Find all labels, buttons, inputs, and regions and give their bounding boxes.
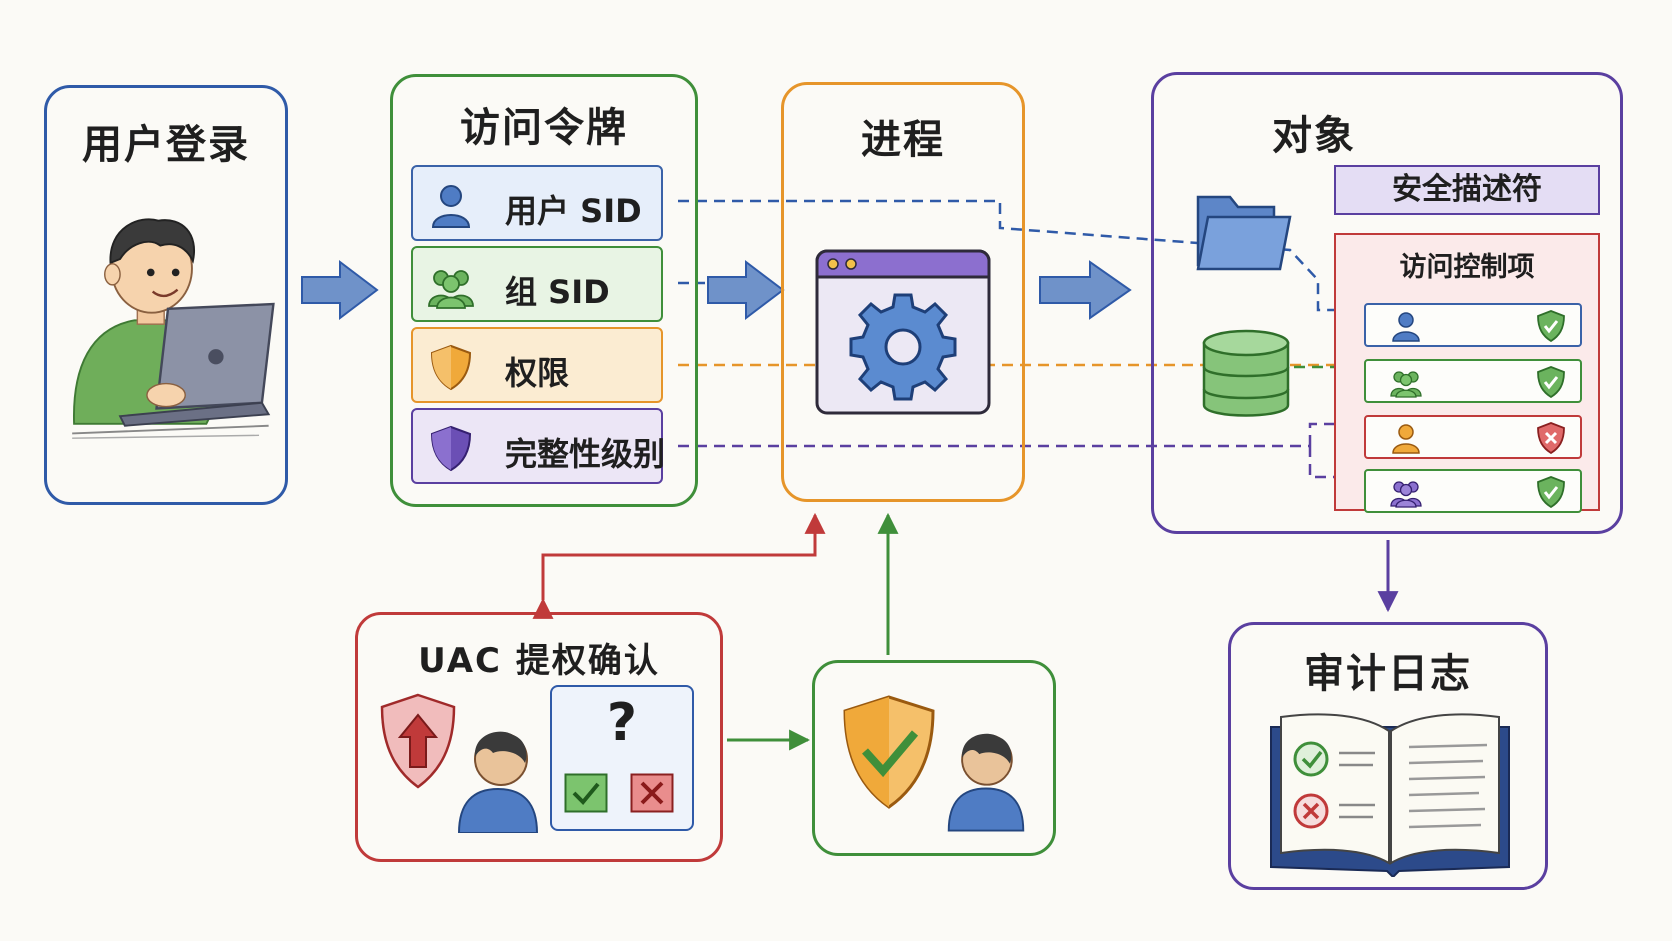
database-icon	[1202, 329, 1290, 417]
security-descriptor-label: 安全描述符	[1334, 165, 1600, 215]
token-row-label: 组 SID	[505, 273, 610, 311]
uac-prompt-dialog: ?	[550, 685, 694, 831]
gear-window-icon	[815, 249, 991, 415]
check-icon[interactable]	[564, 773, 608, 813]
ace-entry-group-allow	[1364, 359, 1582, 403]
group-icon	[1390, 371, 1422, 398]
person-icon	[457, 731, 539, 833]
acl-panel: 访问控制项	[1334, 233, 1600, 513]
user-icon	[431, 185, 471, 228]
shield-icon	[430, 425, 472, 472]
user-login-panel: 用户登录	[44, 85, 288, 505]
shield-check-icon	[1537, 366, 1565, 399]
group-icon	[1390, 481, 1422, 508]
object-panel: 对象 安全描述符 访问控制项	[1151, 72, 1623, 534]
access-token-title: 访问令牌	[460, 105, 628, 151]
flow-arrow-process-to-object	[1039, 260, 1132, 320]
token-row-group-sid: 组 SID	[411, 246, 663, 322]
user-icon	[1392, 312, 1420, 342]
token-row-integrity-level: 完整性级别	[411, 408, 666, 484]
group-icon	[428, 270, 474, 309]
process-title: 进程	[861, 117, 945, 163]
approved-elevation-panel	[812, 660, 1056, 856]
ace-entry-user-allow	[1364, 303, 1582, 347]
book-icon	[1270, 713, 1510, 877]
uac-title: UAC 提权确认	[418, 641, 660, 681]
user-at-laptop-icon	[72, 218, 275, 439]
process-panel: 进程	[781, 82, 1025, 502]
object-title: 对象	[1272, 113, 1356, 159]
shield-check-icon	[843, 695, 935, 809]
question-mark: ?	[606, 693, 638, 753]
uac-process-link	[532, 512, 826, 619]
token-row-privileges: 权限	[411, 327, 663, 403]
user-icon	[1392, 424, 1420, 454]
shield-check-icon	[1537, 310, 1565, 343]
ace-entry-group-allow	[1364, 469, 1582, 513]
folder-icon	[1196, 195, 1292, 271]
access-token-panel: 访问令牌 用户 SID 组 SID 权限 完整性级别	[390, 74, 698, 507]
uac-elevation-panel: UAC 提权确认 ?	[355, 612, 723, 862]
token-row-label: 用户 SID	[505, 192, 642, 230]
flow-arrow-login-to-token	[301, 259, 379, 321]
flow-arrow-token-to-process	[707, 259, 785, 321]
token-row-label: 完整性级别	[505, 435, 666, 473]
acl-title: 访问控制项	[1399, 252, 1535, 283]
shield-x-icon	[1537, 422, 1565, 455]
audit-log-panel: 审计日志	[1228, 622, 1548, 890]
user-login-title: 用户登录	[82, 122, 250, 168]
ace-entry-user-deny	[1364, 415, 1582, 459]
token-row-label: 权限	[505, 354, 570, 392]
token-row-user-sid: 用户 SID	[411, 165, 663, 241]
shield-check-icon	[1537, 476, 1565, 509]
security-descriptor-text: 安全描述符	[1392, 172, 1542, 207]
audit-log-title: 审计日志	[1304, 651, 1472, 697]
shield-icon	[430, 344, 472, 391]
person-icon	[947, 733, 1025, 832]
close-icon[interactable]	[630, 773, 674, 813]
shield-up-arrow-icon	[380, 693, 456, 789]
